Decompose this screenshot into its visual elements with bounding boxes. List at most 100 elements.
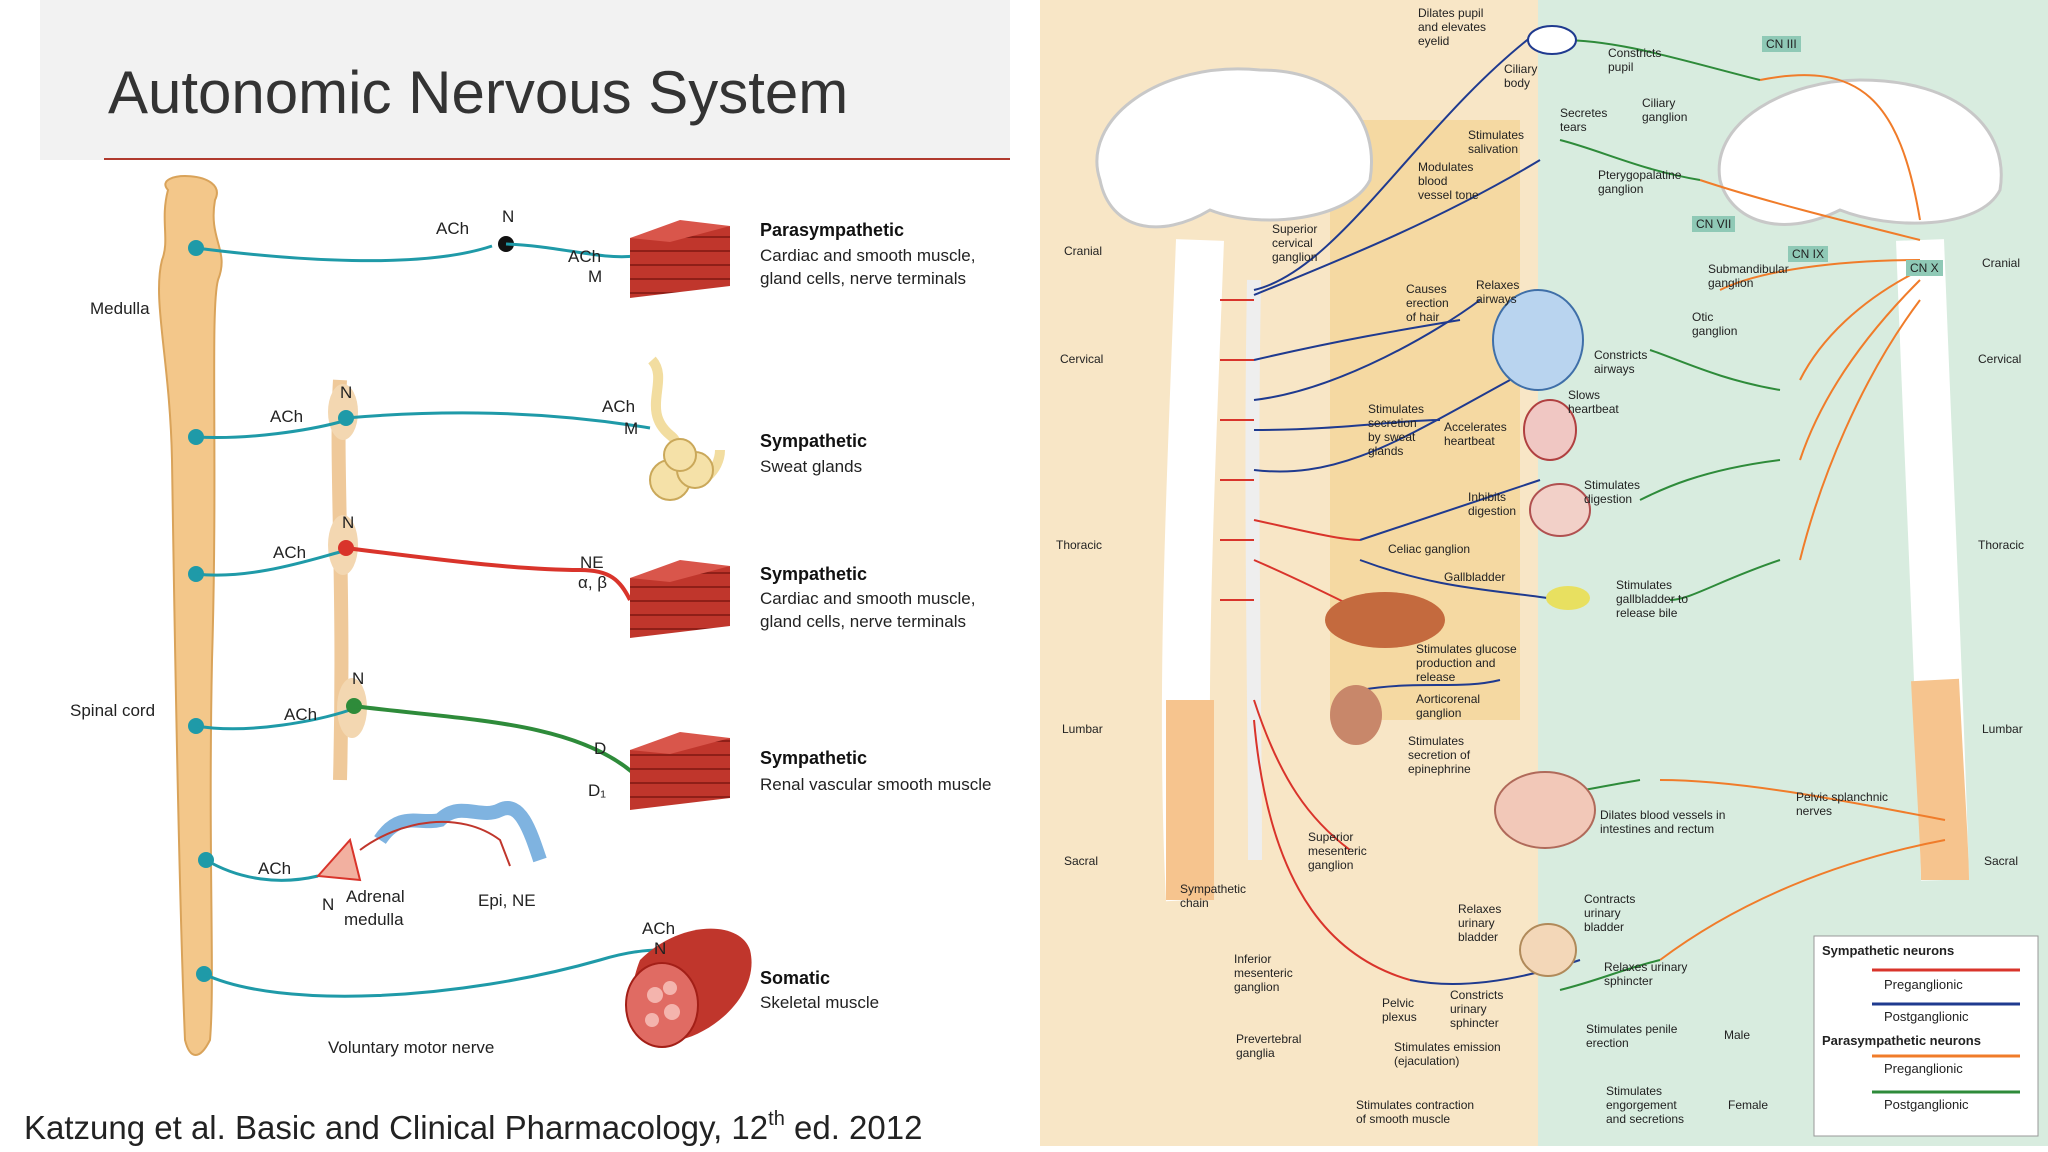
lbl-secretes-tears: Secretes tears [1560,106,1608,134]
row1-desc1: Cardiac and smooth muscle, [760,246,975,265]
spinal-cord-shape [158,175,223,1056]
voluntary-motor-nerve-label: Voluntary motor nerve [328,1038,494,1057]
row1-gang-label: N [502,207,514,226]
row4-desc1: Renal vascular smooth muscle [760,775,991,794]
lbl-accelerates: Accelerates heartbeat [1444,420,1507,448]
row5-pre-label: ACh [258,859,291,878]
lbl-inferior-mesenteric: Inferior mesenteric ganglion [1234,952,1293,994]
skeletal-muscle-shape [625,928,752,1048]
liver-shape [1325,592,1445,648]
row6-desc1: Skeletal muscle [760,993,879,1012]
row6-heading: Somatic [760,968,830,988]
row3-desc2: gland cells, nerve terminals [760,612,966,631]
row2-pre-label: ACh [270,407,303,426]
cn-iii-label: CN III [1762,36,1801,52]
row2-post-label: ACh [602,397,635,416]
lbl-constricts-airways: Constricts airways [1594,348,1648,376]
legend-symp-post: Postganglionic [1884,1009,1969,1024]
level-cranial-right: Cranial [1982,256,2021,270]
adrenal-label-2: medulla [344,910,404,929]
left-diagram: ACh N ACh M ACh N ACh M ACh N NE α, β AC… [70,175,991,1057]
lbl-smooth-contraction: Stimulates contraction of smooth muscle [1356,1098,1475,1126]
spinal-cord-label: Spinal cord [70,701,155,720]
row6-gang-label: N [654,939,666,958]
lbl-stimulates-salivation: Stimulates salivation [1468,128,1525,156]
row4-heading: Sympathetic [760,748,867,768]
page-title: Autonomic Nervous System [108,59,849,126]
lbl-inhibits-digestion: Inhibits digestion [1468,490,1517,518]
lbl-prevertebral: Prevertebral ganglia [1236,1032,1302,1060]
lbl-gallbladder-bile: Stimulates gallbladder to release bile [1616,578,1689,620]
heart-shape [1523,399,1577,461]
row1-post-label: ACh [568,247,601,266]
row4-post-label: D [594,739,606,758]
lbl-gallbladder: Gallbladder [1444,570,1506,584]
right-diagram-svg [1040,0,2048,1146]
row2-desc1: Sweat glands [760,457,862,476]
row4-pre-label: ACh [284,705,317,724]
row4-rec-label: D₁ [588,781,606,800]
kidney-shape [1330,685,1382,745]
cn-vii-label: CN VII [1692,216,1736,232]
row3-gang-label: N [342,513,354,532]
lbl-superior-mesenteric: Superior mesenteric ganglion [1308,830,1367,872]
lbl-epinephrine: Stimulates secretion of epinephrine [1408,734,1471,776]
muscle-block-4 [630,732,730,810]
lbl-ciliary-body: Ciliary body [1504,62,1538,90]
level-cranial-left: Cranial [1064,244,1103,258]
lbl-penile: Stimulates penile erection [1586,1022,1678,1050]
lbl-pterygopalatine: Pterygopalatine ganglion [1598,168,1682,196]
row1-rec-label: M [588,267,602,286]
sweat-gland-shape [647,356,725,501]
right-diagram: Cranial Cervical Thoracic Lumbar Sacral … [1040,0,2048,1146]
lbl-engorgement: Stimulates engorgement and secretions [1606,1084,1685,1126]
lbl-pelvic-splanchnic: Pelvic splanchnic nerves [1796,790,1889,818]
lbl-relaxes-airways: Relaxes airways [1476,278,1520,306]
row2-rec-label: M [624,419,638,438]
row2-heading: Sympathetic [760,431,867,451]
title-band [40,0,1010,160]
lbl-celiac: Celiac ganglion [1388,542,1471,556]
cn-ix-label: CN IX [1788,246,1829,262]
row1-desc2: gland cells, nerve terminals [760,269,966,288]
lbl-emission: Stimulates emission (ejaculation) [1394,1040,1501,1068]
bladder-shape [1519,923,1577,977]
lbl-stimulates-sweat: Stimulates secretion by sweat glands [1368,402,1425,458]
lbl-contracts-bladder: Contracts urinary bladder [1584,892,1636,934]
brain-right [1717,78,2003,226]
adrenal-label-1: Adrenal [346,887,405,906]
row1-pre-label: ACh [436,219,469,238]
lbl-superior-cervical: Superior cervical ganglion [1272,222,1318,264]
level-lumbar-right: Lumbar [1982,722,2023,736]
lbl-aorticorenal: Aorticorenal ganglion [1416,692,1481,720]
row5-post-label: Epi, NE [478,891,536,910]
stomach-shape [1529,483,1591,537]
row3-pre-label: ACh [273,543,306,562]
title-rule [104,158,1010,160]
lbl-dilates-pupil: Dilates pupil and elevates eyelid [1418,6,1487,48]
lbl-female: Female [1728,1098,1769,1112]
lbl-stimulates-digestion: Stimulates digestion [1584,478,1641,506]
level-sacral-right: Sacral [1984,854,2019,868]
intestine-shape [1494,771,1596,849]
row3-desc1: Cardiac and smooth muscle, [760,589,975,608]
symp-chain [1245,279,1262,861]
spine-right-lower [1911,678,1969,881]
level-thoracic-left: Thoracic [1056,538,1103,552]
legend-para-title: Parasympathetic neurons [1822,1033,1981,1048]
lbl-dilates-vessels: Dilates blood vessels in intestines and … [1600,808,1726,836]
legend-para-post: Postganglionic [1884,1097,1969,1112]
row3-post-label: NE [580,553,604,572]
lbl-otic: Otic ganglion [1692,310,1738,338]
level-sacral-left: Sacral [1064,854,1099,868]
lbl-male: Male [1724,1028,1751,1042]
lbl-ciliary-ganglion: Ciliary ganglion [1642,96,1688,124]
legend-symp-pre: Preganglionic [1884,977,1963,992]
row4-gang-label: N [352,669,364,688]
brain-left [1095,67,1373,229]
row5-gang-label: N [322,895,334,914]
row3-heading: Sympathetic [760,564,867,584]
lbl-pelvic-plexus: Pelvic plexus [1382,996,1417,1024]
level-cervical-right: Cervical [1978,352,2022,366]
muscle-block-3 [630,560,730,638]
